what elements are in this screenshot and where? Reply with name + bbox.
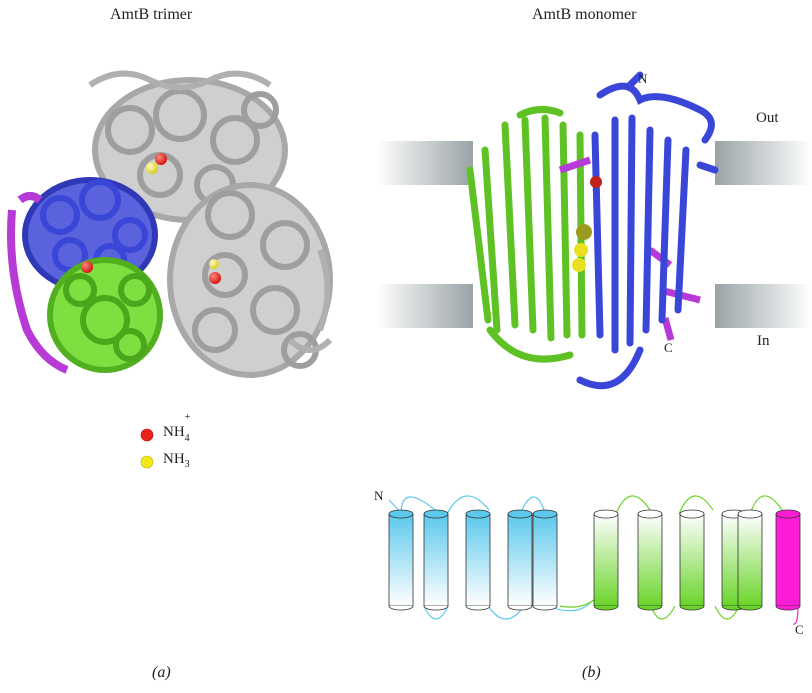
green-helix-cylinder (637, 509, 663, 611)
monomer-green-domain (466, 106, 586, 363)
panel-b-label: (b) (582, 664, 601, 681)
nh4-legend-dot (140, 428, 154, 442)
cyan-helix-cylinder (507, 509, 533, 611)
nh4-ball (81, 261, 93, 273)
nh3-ball (146, 162, 158, 174)
green-helix-cylinder (679, 509, 705, 611)
nh4-ball (209, 272, 221, 284)
topology-c-label: C (795, 622, 804, 637)
trimer-structure (7, 70, 333, 378)
green-helix-cylinder (737, 509, 763, 611)
cyan-helix-cylinder (388, 509, 414, 611)
magenta-subunit (7, 192, 69, 374)
panel-a-label: (a) (152, 664, 171, 681)
n-terminus-label: N (638, 71, 648, 86)
pore-ball (572, 258, 586, 272)
legend-nh3-sub: 3 (184, 459, 190, 470)
membrane (377, 141, 811, 328)
in-label: In (757, 333, 770, 349)
panel-b-title: AmtB monomer (532, 6, 637, 23)
legend-nh4-label: NH+4 (163, 412, 190, 444)
topology-n-label: N (374, 488, 384, 503)
grey-subunit-right (167, 182, 333, 378)
pore-ball (576, 224, 592, 240)
cyan-helix-cylinder (532, 509, 558, 611)
legend-nh4-base: NH (163, 424, 185, 440)
pore-ball (590, 176, 602, 188)
legend-nh3-label: NH3 (163, 451, 190, 470)
green-helix-cylinder (593, 509, 619, 611)
nh3-ball (209, 259, 219, 269)
panel-a-title: AmtB trimer (110, 6, 193, 23)
c-terminus-label: C (664, 340, 673, 355)
out-label: Out (756, 110, 779, 126)
legend-nh4-sub: 4 (184, 433, 190, 444)
magenta-helix-cylinder (775, 509, 801, 611)
cyan-helix-cylinder (423, 509, 449, 611)
legend-nh3-base: NH (163, 451, 185, 467)
cyan-helix-cylinder (465, 509, 491, 611)
nh4-ball (155, 153, 167, 165)
monomer-structure (466, 71, 719, 390)
monomer-blue-domain (576, 71, 719, 390)
nh3-legend-dot (140, 455, 154, 469)
topology-helices (388, 509, 801, 611)
legend-nh4-sup: + (184, 412, 191, 423)
green-subunit (47, 257, 163, 373)
pore-ball (574, 243, 588, 257)
